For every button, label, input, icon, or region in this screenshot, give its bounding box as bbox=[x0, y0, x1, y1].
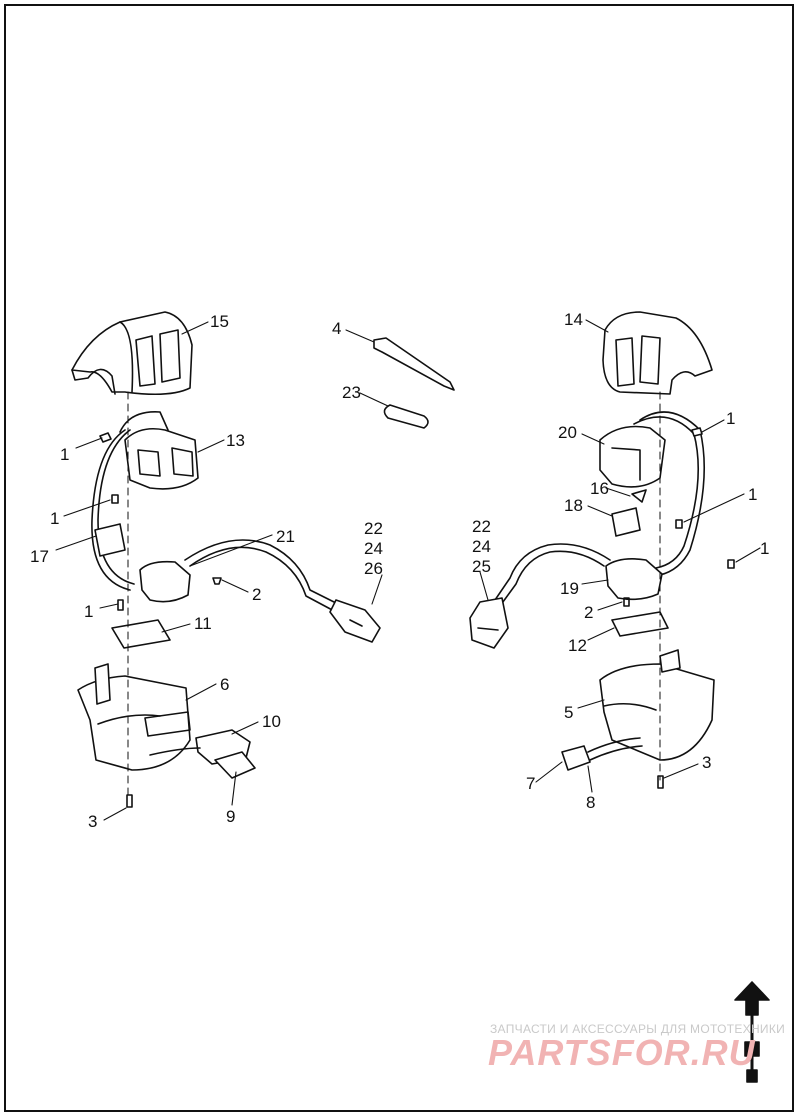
callout-9: 9 bbox=[226, 807, 235, 826]
callout-22: 22 bbox=[364, 519, 383, 538]
right-upper-cover bbox=[602, 311, 713, 395]
callout-1: 1 bbox=[84, 602, 93, 621]
right-harness bbox=[469, 543, 611, 649]
right-mini-switch-18 bbox=[611, 507, 641, 537]
left-mini-switch bbox=[94, 523, 126, 557]
callout-labels: 15 13 1 1 17 21 2 1 11 6 10 9 3 22 24 26… bbox=[30, 310, 769, 831]
callout-1: 1 bbox=[726, 409, 735, 428]
leader-lines bbox=[55, 319, 761, 821]
callout-5: 5 bbox=[564, 703, 573, 722]
left-wire-loop bbox=[91, 429, 135, 591]
left-lower-housing bbox=[77, 663, 191, 771]
left-bracket-11 bbox=[111, 619, 171, 649]
left-switch-21 bbox=[139, 560, 191, 603]
callout-18: 18 bbox=[564, 496, 583, 515]
orientation-arrow-icon bbox=[734, 981, 770, 1083]
callout-24: 24 bbox=[364, 539, 383, 558]
right-connector-7 bbox=[561, 737, 643, 771]
callout-26: 26 bbox=[364, 559, 383, 578]
callout-4: 4 bbox=[332, 319, 341, 338]
left-connector-9 bbox=[214, 751, 256, 779]
left-harness bbox=[184, 539, 381, 643]
callout-20: 20 bbox=[558, 423, 577, 442]
right-bracket-12 bbox=[611, 611, 669, 637]
callout-21: 21 bbox=[276, 527, 295, 546]
left-upper-cover bbox=[71, 311, 193, 396]
watermark-tagline: ЗАПЧАСТИ И АКСЕССУАРЫ ДЛЯ МОТОТЕХНИКИ bbox=[490, 1022, 786, 1036]
right-wire-loop bbox=[633, 411, 706, 576]
callout-11: 11 bbox=[194, 614, 212, 633]
callout-3: 3 bbox=[702, 753, 711, 772]
callout-22: 22 bbox=[472, 517, 491, 536]
callout-16: 16 bbox=[590, 479, 609, 498]
cable-strap-4 bbox=[373, 337, 455, 391]
page-border bbox=[4, 4, 794, 1112]
callout-7: 7 bbox=[526, 774, 535, 793]
callout-19: 19 bbox=[560, 579, 579, 598]
right-lower-housing bbox=[599, 649, 715, 761]
right-wedge-16 bbox=[631, 489, 647, 503]
left-screws bbox=[99, 432, 222, 808]
right-screws bbox=[623, 427, 735, 789]
callout-1: 1 bbox=[748, 485, 757, 504]
callout-23: 23 bbox=[342, 383, 361, 402]
callout-1: 1 bbox=[60, 445, 69, 464]
callout-17: 17 bbox=[30, 547, 49, 566]
callout-2: 2 bbox=[252, 585, 261, 604]
callout-8: 8 bbox=[586, 793, 595, 812]
watermark-brand: PARTSFOR.RU bbox=[488, 1032, 756, 1073]
callout-1: 1 bbox=[760, 539, 769, 558]
callout-25: 25 bbox=[472, 557, 491, 576]
callout-14: 14 bbox=[564, 310, 583, 329]
sleeve-23 bbox=[383, 404, 429, 429]
callout-15: 15 bbox=[210, 312, 229, 331]
right-switch-19 bbox=[605, 558, 663, 601]
callout-13: 13 bbox=[226, 431, 245, 450]
callout-1: 1 bbox=[50, 509, 59, 528]
callout-6: 6 bbox=[220, 675, 229, 694]
callout-10: 10 bbox=[262, 712, 281, 731]
left-switch-housing-upper bbox=[119, 411, 199, 490]
callout-12: 12 bbox=[568, 636, 587, 655]
callout-24: 24 bbox=[472, 537, 491, 556]
callout-3: 3 bbox=[88, 812, 97, 831]
callout-2: 2 bbox=[584, 603, 593, 622]
right-switch-20 bbox=[599, 425, 666, 488]
